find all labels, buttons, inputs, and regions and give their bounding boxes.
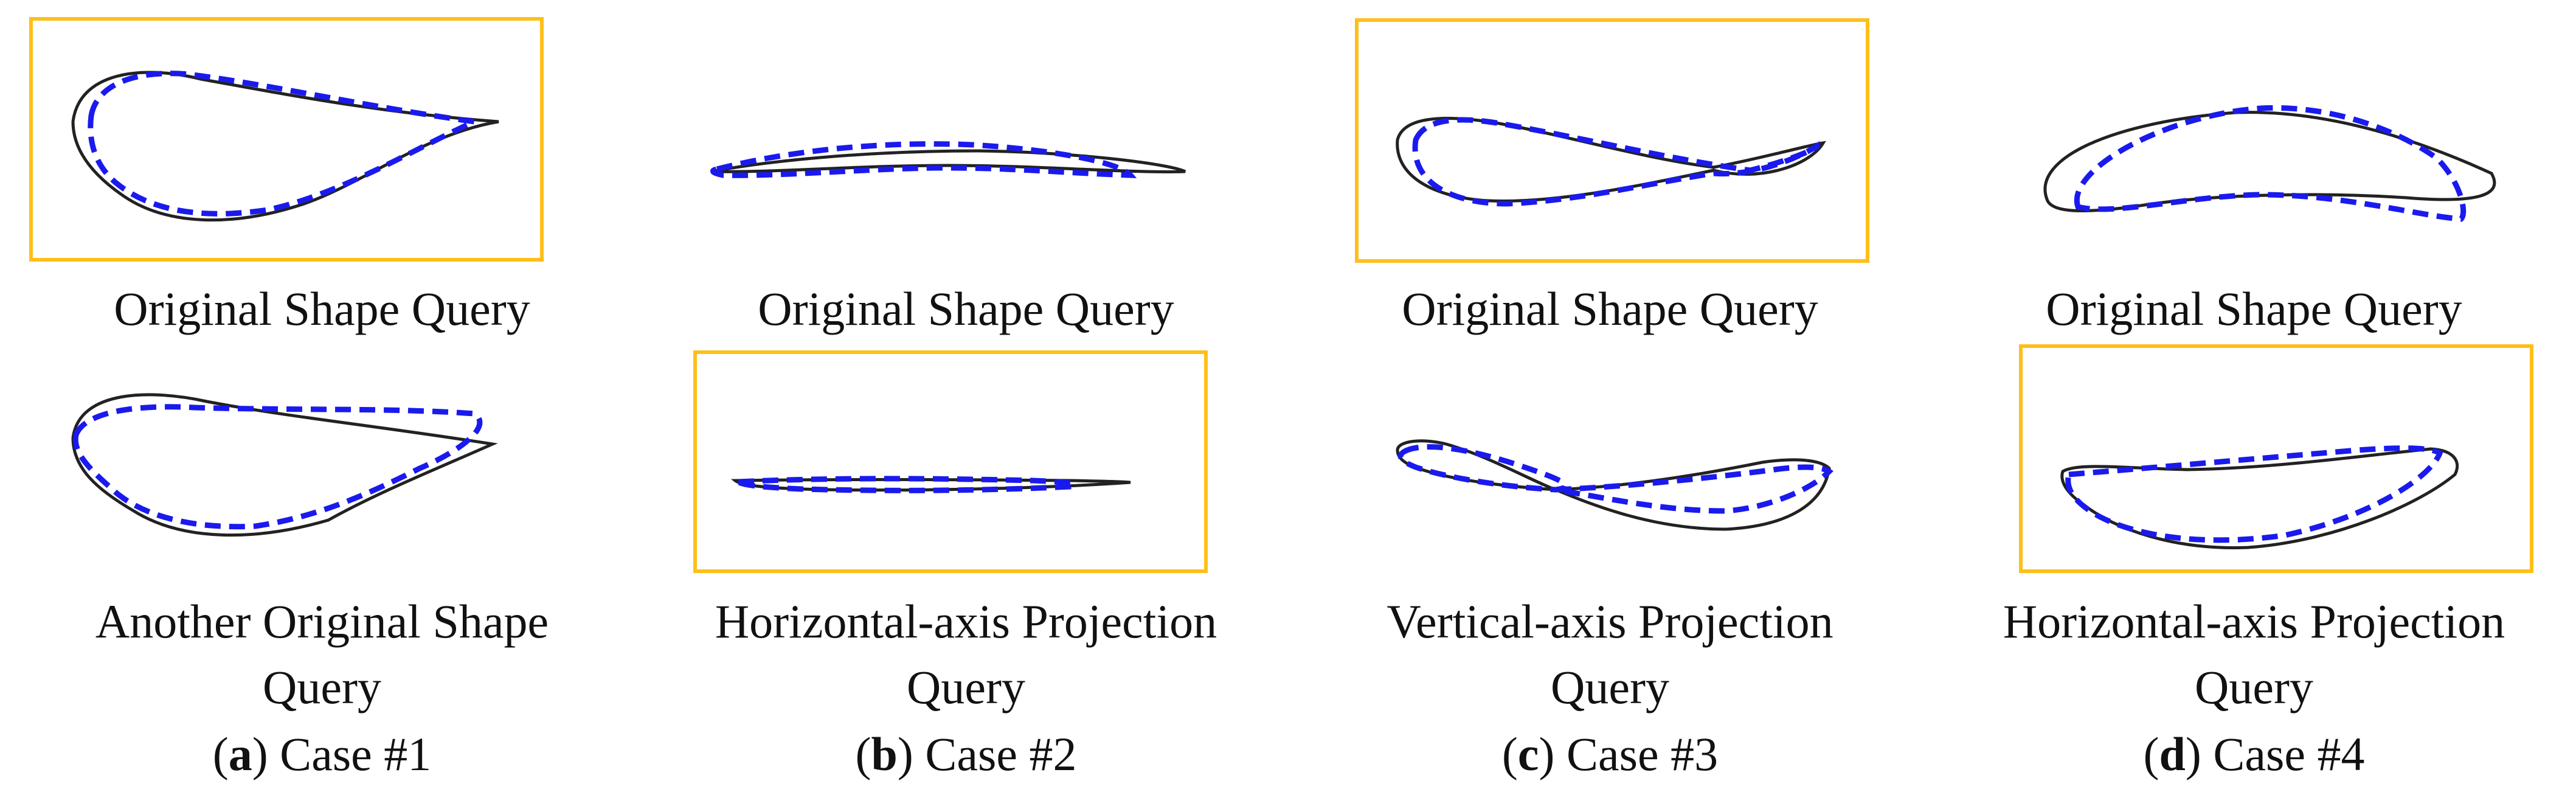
top-caption: Original Shape Query bbox=[2046, 282, 2462, 335]
bottom-caption-line2: Query bbox=[1551, 661, 1669, 714]
case-name: Case #2 bbox=[925, 728, 1077, 780]
bottom-caption-line2: Query bbox=[263, 661, 381, 714]
shape-plot-query bbox=[730, 476, 1131, 493]
case-label: (b) Case #2 bbox=[855, 728, 1077, 780]
result-contour bbox=[1396, 116, 1826, 203]
bottom-caption-line2: Query bbox=[2195, 661, 2313, 714]
bottom-caption-line1: Horizontal-axis Projection bbox=[2003, 595, 2505, 648]
highlight-frame bbox=[2019, 344, 2533, 573]
query-contour bbox=[88, 71, 485, 217]
case-letter: b bbox=[871, 728, 898, 780]
shape-plot-original bbox=[71, 71, 499, 222]
top-caption: Original Shape Query bbox=[114, 282, 530, 335]
shape-plot-original bbox=[1396, 116, 1826, 207]
highlight-frame bbox=[693, 350, 1208, 573]
query-contour bbox=[1397, 444, 1833, 514]
result-contour bbox=[2043, 111, 2496, 213]
case-letter: d bbox=[2159, 728, 2186, 780]
result-contour bbox=[2060, 447, 2459, 549]
shape-plot-original bbox=[2043, 105, 2496, 222]
case-name: Case #1 bbox=[280, 728, 432, 780]
query-contour bbox=[2065, 445, 2443, 543]
shape-plot-original bbox=[710, 141, 1186, 178]
top-caption: Original Shape Query bbox=[758, 282, 1174, 335]
case-name: Case #3 bbox=[1566, 728, 1719, 780]
query-contour bbox=[732, 476, 1077, 493]
case-letter: a bbox=[228, 728, 252, 780]
shape-plot-query bbox=[71, 393, 498, 537]
bottom-caption-line1: Horizontal-axis Projection bbox=[715, 595, 1217, 648]
case-label: (a) Case #1 bbox=[212, 728, 432, 780]
highlight-frame bbox=[1355, 18, 1869, 263]
case-name: Case #4 bbox=[2213, 728, 2365, 780]
case-label: (c) Case #3 bbox=[1501, 728, 1719, 780]
highlight-frame bbox=[29, 17, 544, 262]
top-caption: Original Shape Query bbox=[1402, 282, 1818, 335]
query-contour bbox=[2074, 105, 2467, 222]
result-contour bbox=[710, 149, 1186, 173]
query-contour bbox=[72, 404, 483, 530]
query-contour bbox=[710, 141, 1137, 178]
case-label: (d) Case #4 bbox=[2143, 728, 2365, 780]
shape-plot-query bbox=[1396, 439, 1833, 531]
case-letter: c bbox=[1517, 728, 1539, 780]
result-contour bbox=[71, 393, 498, 537]
query-contour bbox=[1412, 117, 1820, 207]
bottom-caption-line2: Query bbox=[907, 661, 1025, 714]
shape-plot-query bbox=[2060, 445, 2459, 549]
bottom-caption-line1: Another Original Shape bbox=[95, 595, 549, 648]
bottom-caption-line1: Vertical-axis Projection bbox=[1387, 595, 1833, 648]
